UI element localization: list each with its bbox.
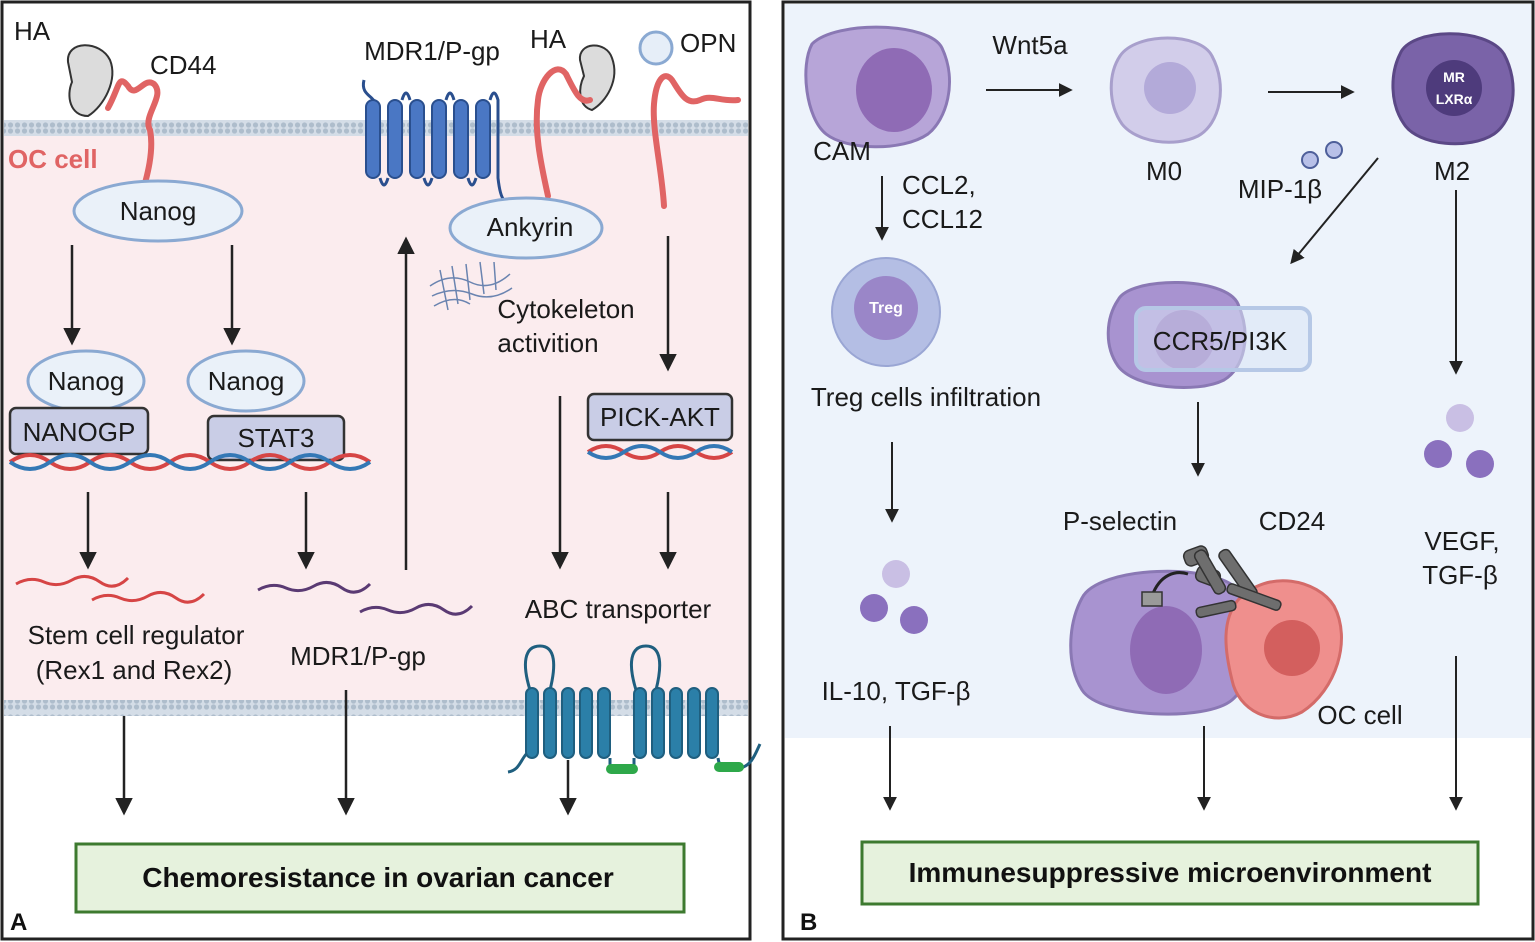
cd24-label: CD24	[1259, 506, 1325, 536]
stem-regulator-label-1: Stem cell regulator	[28, 620, 245, 650]
result-box-b	[860, 840, 1480, 906]
mip-molecule-2	[1325, 141, 1343, 159]
m2-label: M2	[1434, 156, 1470, 186]
cd44-receptor-right	[533, 66, 593, 199]
treg-label: Treg	[869, 300, 903, 317]
dna-strand-left	[8, 453, 372, 471]
ha-left-label: HA	[14, 16, 51, 46]
nanogp-box	[8, 406, 150, 456]
dna-strand-right	[586, 444, 734, 460]
cytokine-dot-5	[1424, 440, 1452, 468]
cytoskeleton-label-1: Cytokeleton	[497, 294, 634, 324]
nanog-right-ellipse	[186, 349, 306, 413]
mdr1-mid-label: MDR1/P-gp	[290, 641, 426, 671]
mdr1-transporter	[361, 79, 506, 202]
panel-a-letter: A	[10, 909, 27, 936]
cytoskeleton-label-2: activition	[497, 328, 598, 358]
ccr5-label: CCR5/PI3K	[1153, 326, 1288, 356]
m2-macrophage	[1391, 32, 1515, 146]
m0-macrophage	[1109, 36, 1222, 144]
ccr5-box	[1134, 306, 1312, 372]
stat3-label: STAT3	[237, 423, 314, 453]
cytokine-dot-6	[1466, 450, 1494, 478]
mip-molecule-1	[1301, 151, 1319, 169]
result-box-a	[74, 842, 686, 914]
stem-regulator-label-2: (Rex1 and Rex2)	[36, 655, 233, 685]
pick-akt-box	[586, 392, 734, 442]
ha-right-label: HA	[530, 24, 567, 54]
stat3-box	[206, 414, 346, 462]
cytokine-dot-4	[1446, 404, 1474, 432]
oc-cell-label-b: OC cell	[1317, 700, 1402, 730]
nanog-right-label: Nanog	[208, 366, 285, 396]
ankyrin-ellipse	[448, 196, 604, 260]
ankyrin-label: Ankyrin	[487, 212, 574, 242]
abc-transporter	[507, 644, 762, 774]
il10-label: IL-10, TGF-β	[822, 676, 971, 706]
cytokine-dot-3	[900, 606, 928, 634]
result-label-b: Immunesuppressive microenvironment	[909, 857, 1432, 888]
opn-receptor	[650, 73, 741, 209]
ccl-label-2: CCL12	[902, 204, 983, 234]
arrow-m2-to-ccr5	[1290, 157, 1379, 265]
opn-label: OPN	[680, 28, 736, 58]
abc-transporter-label: ABC transporter	[525, 594, 712, 624]
oc-cell-label-a: OC cell	[8, 144, 98, 174]
nanog-top-label: Nanog	[120, 196, 197, 226]
pick-akt-label: PICK-AKT	[600, 402, 720, 432]
nanog-left-label: Nanog	[48, 366, 125, 396]
mrna-mdr1	[257, 581, 474, 616]
vegf-label-2: TGF-β	[1422, 560, 1498, 590]
mdr1-top-label: MDR1/P-gp	[364, 36, 500, 66]
nanogp-label: NANOGP	[23, 417, 136, 447]
panel-b-letter: B	[800, 909, 817, 936]
mip-label: MIP-1β	[1238, 174, 1322, 204]
lxra-label: LXRα	[1436, 91, 1473, 107]
cd44-label: CD44	[150, 50, 216, 80]
cam-macrophage	[804, 25, 951, 149]
macrophage-oc-interaction	[1069, 545, 1343, 720]
cytokine-dot-1	[882, 560, 910, 588]
m0-label: M0	[1146, 156, 1182, 186]
cd44-receptor	[105, 78, 161, 203]
result-label-a: Chemoresistance in ovarian cancer	[142, 862, 614, 893]
p-selectin-label: P-selectin	[1063, 506, 1177, 536]
treg-infiltration-label: Treg cells infiltration	[811, 382, 1041, 412]
wnt5a-label: Wnt5a	[992, 30, 1068, 60]
nanog-top-ellipse	[72, 179, 244, 243]
opn-molecule	[638, 30, 674, 66]
cytokine-dot-2	[860, 594, 888, 622]
vegf-label-1: VEGF,	[1424, 526, 1499, 556]
mr-label: MR	[1443, 69, 1465, 85]
treg-nucleus	[854, 276, 918, 340]
ha-molecule-right	[578, 44, 616, 112]
mrna-rex	[15, 575, 206, 604]
ccl-label-1: CCL2,	[902, 170, 976, 200]
cam-label: CAM	[813, 136, 871, 166]
ha-molecule-left	[66, 44, 114, 118]
cytoskeleton-fibers	[429, 261, 513, 311]
